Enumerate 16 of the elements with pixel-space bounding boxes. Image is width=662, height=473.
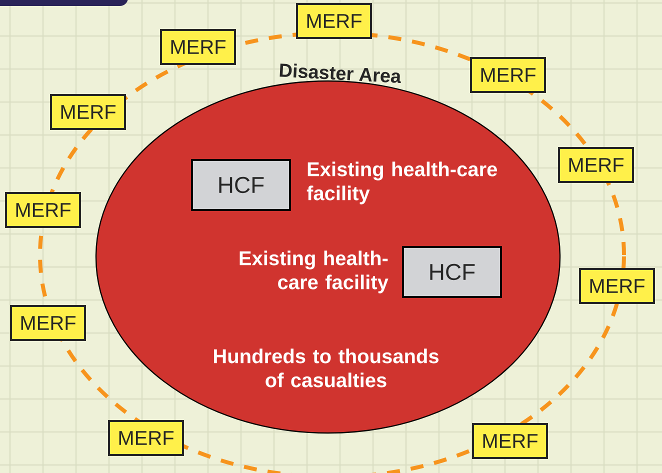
- facility-caption: Existing health-care facility: [240, 250, 388, 294]
- merf-box: MERF: [160, 29, 236, 65]
- area-title: Disaster Area: [280, 64, 401, 83]
- merf-box: MERF: [296, 3, 372, 39]
- facility-box: HCF: [191, 159, 291, 211]
- merf-box: MERF: [558, 147, 634, 183]
- merf-box: MERF: [579, 268, 655, 304]
- merf-box: MERF: [5, 192, 81, 228]
- merf-box: MERF: [108, 420, 184, 456]
- merf-box: MERF: [472, 422, 548, 459]
- merf-box: MERF: [10, 304, 86, 341]
- merf-box: MERF: [50, 94, 126, 130]
- merf-box: MERF: [470, 57, 546, 93]
- facility-box: HCF: [402, 246, 502, 298]
- facility-caption: Existing health-care facility: [306, 162, 498, 204]
- casualties-text: Hundreds to thousands of casualties: [214, 348, 438, 388]
